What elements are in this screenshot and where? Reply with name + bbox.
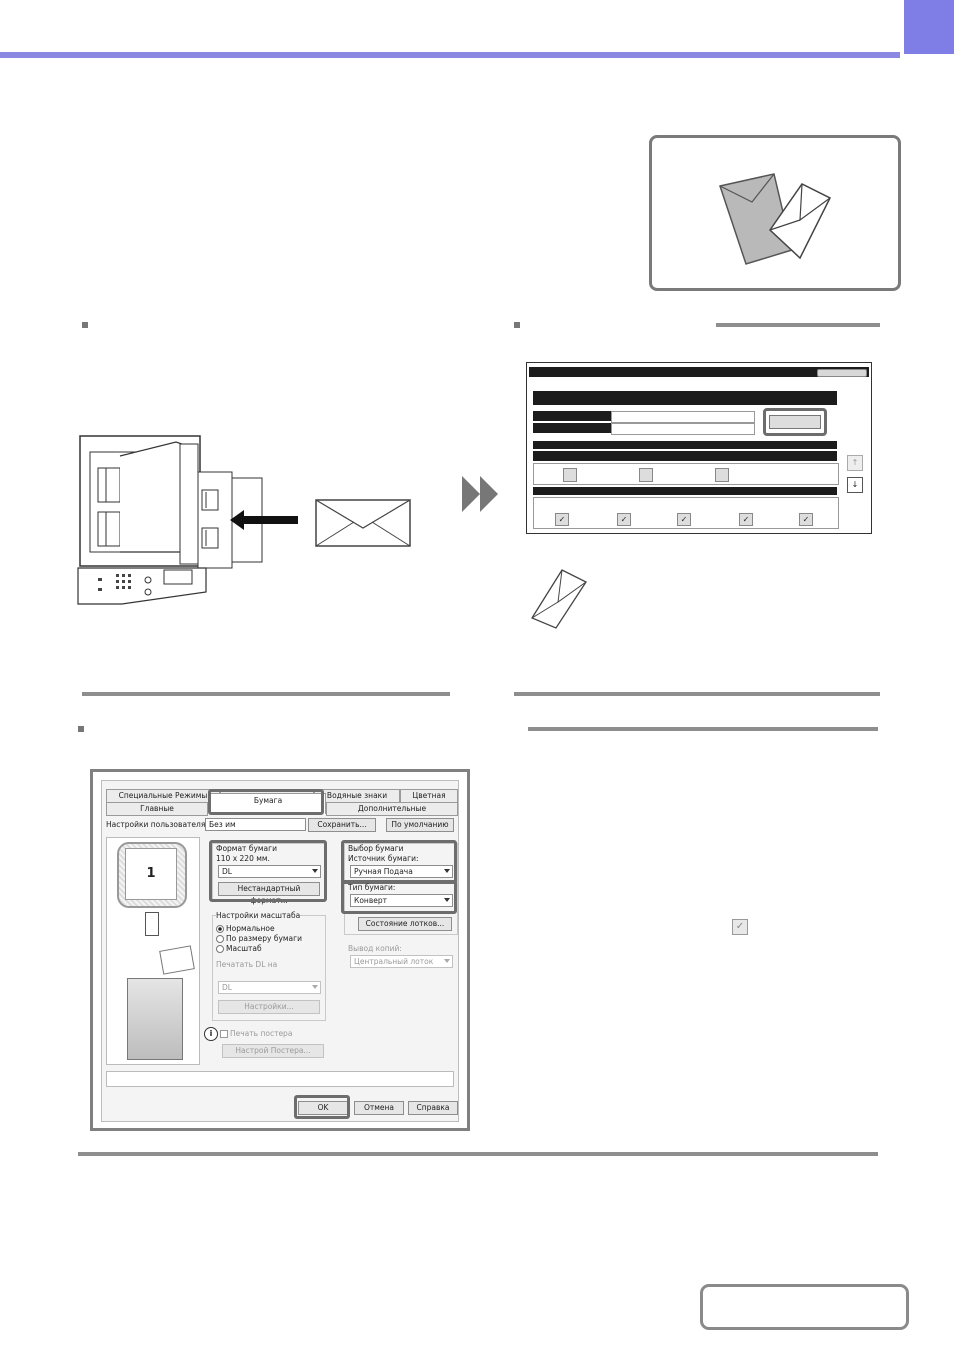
cancel-button[interactable]: Отмена bbox=[354, 1101, 404, 1115]
radio-selected bbox=[216, 925, 224, 933]
paper-type-select[interactable]: Конверт bbox=[350, 894, 453, 907]
chevron-down-icon bbox=[312, 985, 318, 989]
paper-selection-group-label: Выбор бумаги bbox=[348, 844, 404, 853]
printer-driver-dialog: Специальные Режимы Водяные знаки Цветная… bbox=[90, 769, 470, 1131]
radio bbox=[216, 945, 224, 953]
paper-size-group-label: Формат бумаги bbox=[216, 844, 277, 853]
info-icon[interactable]: i bbox=[204, 1027, 218, 1041]
ok-button[interactable]: OK bbox=[298, 1101, 348, 1115]
poster-settings-button[interactable]: Настрой Постера... bbox=[222, 1044, 324, 1058]
output-select[interactable]: Центральный лоток bbox=[350, 955, 453, 968]
panel-check-icon[interactable]: ✓ bbox=[617, 513, 631, 526]
next-step-arrow-icon bbox=[462, 476, 498, 512]
panel-checkbox[interactable] bbox=[639, 468, 653, 482]
envelope-orientation-icon bbox=[531, 569, 587, 629]
section-divider bbox=[528, 727, 878, 731]
panel-title-bar bbox=[529, 367, 869, 377]
page-header-bar bbox=[0, 0, 900, 58]
section-divider bbox=[514, 692, 880, 696]
tab-special-modes[interactable]: Специальные Режимы bbox=[106, 789, 220, 803]
checkbox bbox=[220, 1030, 228, 1038]
printer-machine-icon bbox=[127, 978, 183, 1060]
tab-color[interactable]: Цветная bbox=[400, 789, 458, 803]
status-strip bbox=[106, 1071, 454, 1087]
checkbox-checked-icon: ✓ bbox=[732, 919, 748, 935]
paper-size-highlight-box bbox=[209, 840, 327, 902]
printer-bypass-tray-illustration bbox=[77, 435, 411, 605]
section-divider bbox=[82, 692, 450, 696]
print-preview-pane: 1 bbox=[106, 837, 200, 1065]
paper-source-label: Источник бумаги: bbox=[348, 854, 419, 863]
section-bullet bbox=[78, 726, 84, 732]
paper-source-highlight-box bbox=[341, 840, 457, 884]
panel-checkbox[interactable] bbox=[715, 468, 729, 482]
output-label: Вывод копий: bbox=[348, 944, 402, 953]
panel-checkbox[interactable] bbox=[563, 468, 577, 482]
panel-paper-type-button[interactable] bbox=[769, 415, 821, 429]
chevron-down-icon bbox=[444, 898, 450, 902]
default-button[interactable]: По умолчанию bbox=[386, 818, 454, 832]
chevron-down-icon bbox=[444, 959, 450, 963]
panel-highlight-box bbox=[763, 408, 827, 436]
panel-check-icon[interactable]: ✓ bbox=[555, 513, 569, 526]
ok-highlight-box bbox=[294, 1095, 350, 1119]
tab-main[interactable]: Главные bbox=[106, 802, 208, 816]
print-on-select[interactable]: DL bbox=[218, 981, 321, 994]
tray-status-button[interactable]: Состояние лотков... bbox=[358, 917, 452, 931]
print-on-label: Печатать DL на bbox=[216, 960, 278, 969]
touch-panel-screen: ✓ ✓ ✓ ✓ ✓ ↑ ↓ bbox=[526, 362, 872, 534]
panel-check-icon[interactable]: ✓ bbox=[739, 513, 753, 526]
envelopes-icon bbox=[719, 173, 832, 265]
envelope-illustration-box bbox=[649, 135, 901, 291]
panel-section-header bbox=[533, 391, 837, 405]
section-divider bbox=[716, 323, 880, 327]
tab-watermarks[interactable]: Водяные знаки bbox=[314, 789, 400, 803]
help-button[interactable]: Справка bbox=[408, 1101, 458, 1115]
paper-size-select[interactable]: DL bbox=[218, 865, 321, 878]
panel-check-icon[interactable]: ✓ bbox=[799, 513, 813, 526]
poster-checkbox[interactable]: Печать постера bbox=[220, 1029, 292, 1038]
panel-check-icon[interactable]: ✓ bbox=[677, 513, 691, 526]
paper-source-select[interactable]: Ручная Подача bbox=[350, 865, 453, 878]
scale-option-normal[interactable]: Нормальное bbox=[216, 924, 275, 933]
scroll-up-icon[interactable]: ↑ bbox=[847, 455, 863, 471]
paper-type-label: Тип бумаги: bbox=[348, 883, 396, 892]
scale-settings-group-label: Настройки масштаба bbox=[216, 911, 301, 920]
output-pages-icon bbox=[159, 945, 195, 975]
scale-option-fit[interactable]: По размеру бумаги bbox=[216, 934, 302, 943]
section-bullet bbox=[82, 322, 88, 328]
page-nav-button[interactable] bbox=[700, 1284, 909, 1330]
header-corner-tab bbox=[904, 0, 954, 54]
scale-option-zoom[interactable]: Масштаб bbox=[216, 944, 262, 953]
scale-settings-button[interactable]: Настройки... bbox=[218, 1000, 320, 1014]
panel-ok-button[interactable] bbox=[817, 369, 867, 377]
user-settings-label: Настройки пользователя: bbox=[106, 820, 208, 829]
envelope-preview-icon bbox=[145, 912, 159, 936]
tab-highlight-box bbox=[208, 789, 324, 815]
paper-type-highlight-box bbox=[341, 880, 457, 914]
paper-size-dimensions: 110 x 220 мм. bbox=[216, 854, 270, 863]
chevron-down-icon bbox=[444, 869, 450, 873]
chevron-down-icon bbox=[312, 869, 318, 873]
radio bbox=[216, 935, 224, 943]
tab-advanced[interactable]: Дополнительные bbox=[326, 802, 458, 816]
section-bullet bbox=[514, 322, 520, 328]
scroll-down-icon[interactable]: ↓ bbox=[847, 477, 863, 493]
paper-selection-group bbox=[344, 843, 458, 935]
preview-page-number: 1 bbox=[125, 848, 177, 900]
section-divider bbox=[78, 1152, 878, 1156]
user-settings-select[interactable]: Без им bbox=[205, 818, 306, 831]
save-button[interactable]: Сохранить... bbox=[308, 818, 376, 832]
